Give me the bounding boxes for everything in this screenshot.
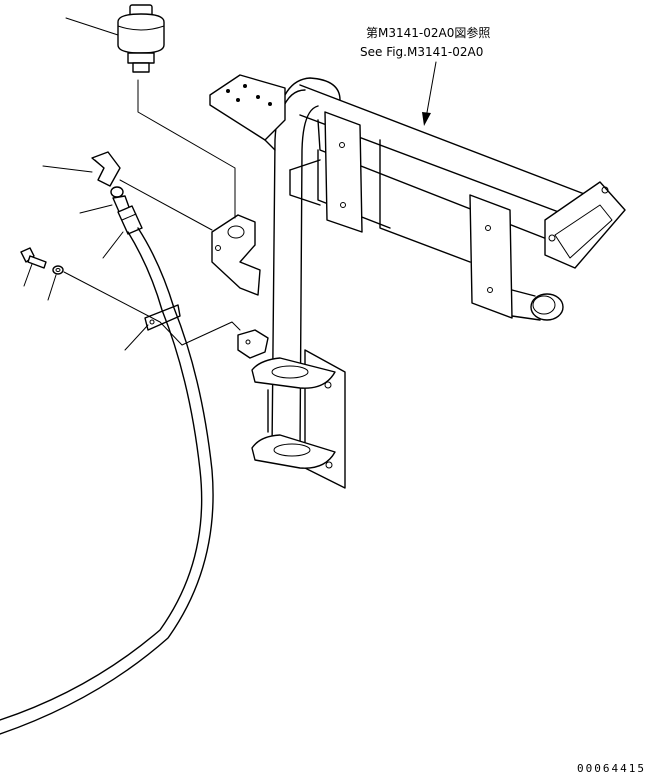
bracket-plate-right — [469, 194, 513, 319]
pressure-switch — [117, 4, 165, 73]
leader-lines — [23, 17, 241, 351]
hose-bracket-upper — [211, 214, 261, 296]
reference-text-jp: 第M3141-02A0図参照 — [366, 25, 490, 40]
top-mount-plate — [209, 74, 286, 151]
hose-fitting — [117, 205, 143, 235]
bolt — [20, 247, 47, 269]
hose — [0, 227, 214, 735]
end-bracket — [544, 181, 626, 269]
washer — [52, 265, 64, 275]
elbow-fitting — [91, 151, 121, 187]
end-cap — [511, 289, 564, 321]
reference-text-en: See Fig.M3141-02A0 — [360, 45, 483, 59]
bracket-plate-left — [324, 111, 363, 233]
reference-arrow — [422, 61, 437, 126]
hose-bracket-lower — [237, 329, 269, 359]
lower-mount — [251, 349, 346, 489]
drawing-number: 00064415 — [577, 762, 646, 775]
